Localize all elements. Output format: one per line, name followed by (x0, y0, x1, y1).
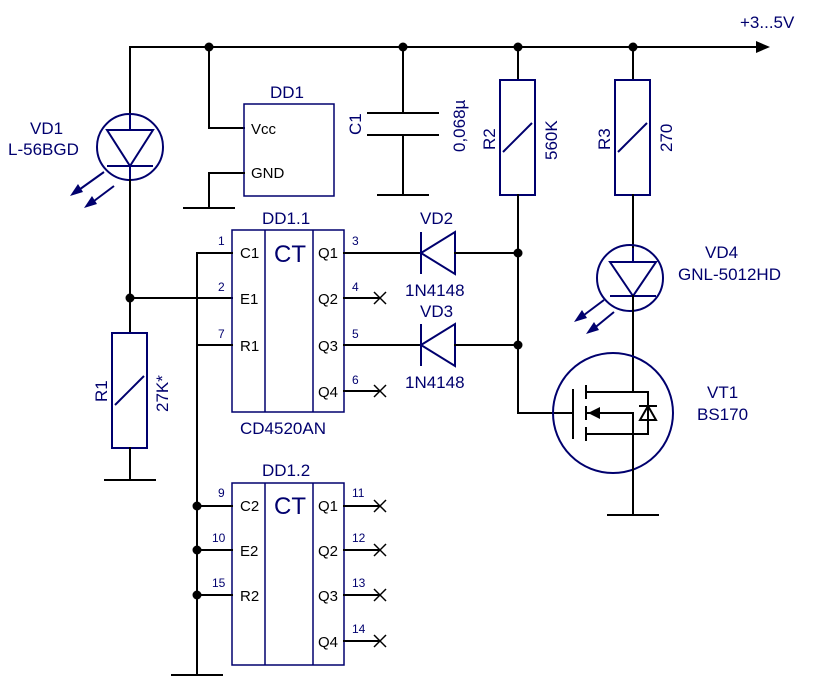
dd1-1-pin-q2: Q2 (318, 291, 338, 308)
c1-value: 0,068µ (450, 99, 469, 152)
dd1-1-type: CT (274, 241, 306, 268)
dd1-2-ref: DD1.2 (262, 461, 310, 480)
led-vd1: VD1 L-56BGD (8, 46, 164, 334)
nc-mark (373, 499, 387, 513)
dd1-power-block: Vcc GND DD1 (183, 46, 335, 209)
nc-mark (373, 384, 387, 398)
vd4-ref: VD4 (705, 243, 738, 262)
dd1-2-pinnum-13: 13 (352, 576, 366, 590)
vd1-ref: VD1 (30, 119, 63, 138)
r3-value: 270 (657, 124, 676, 152)
nc-mark (373, 291, 387, 305)
diode-vd2: VD2 1N4148 (405, 209, 519, 300)
dd1-2-pin-q4: Q4 (318, 634, 338, 651)
supply-rail: +3...5V (129, 13, 795, 53)
nc-mark (373, 634, 387, 648)
c1-ref: C1 (346, 113, 365, 135)
dd1-1-ref: DD1.1 (262, 209, 310, 228)
dd1-1-pin-q4: Q4 (318, 384, 338, 401)
vd2-ref: VD2 (420, 209, 453, 228)
dd1-1-pin-q3: Q3 (318, 338, 338, 355)
vd3-ref: VD3 (420, 302, 453, 321)
dd1-1-pin-r1: R1 (240, 338, 259, 355)
dd1-1-pinnum-6: 6 (352, 373, 359, 387)
dd1-1-part: CD4520AN (240, 419, 326, 438)
resistor-r2: R2 560K (480, 46, 574, 414)
vt1-ref: VT1 (707, 383, 738, 402)
vd2-part: 1N4148 (405, 281, 465, 300)
dd1-1-pinnum-7: 7 (218, 327, 225, 341)
vd4-part: GNL-5012HD (678, 265, 781, 284)
resistor-r3: R3 270 (595, 46, 676, 249)
r2-value: 560K (542, 120, 561, 160)
dd1-1-pin-q1: Q1 (318, 245, 338, 262)
dd1-2-pinnum-9: 9 (218, 486, 225, 500)
dd1-1-pin-e1: E1 (240, 291, 258, 308)
counter-dd1-1: CT DD1.1 CD4520AN C1 E1 R1 1 2 7 Q1 Q2 Q… (196, 209, 421, 438)
dd1-2-pinnum-12: 12 (352, 531, 366, 545)
counter-dd1-2: CT DD1.2 C2 E2 R2 9 10 15 Q1 Q2 Q3 Q4 11… (196, 461, 387, 666)
dd1-2-pin-e2: E2 (240, 543, 258, 560)
r1-value: 27K* (153, 375, 172, 412)
mosfet-vt1: VT1 BS170 (552, 352, 748, 516)
dd1-1-pinnum-5: 5 (352, 327, 359, 341)
dd1-ref: DD1 (270, 83, 304, 102)
dd1-2-pinnum-10: 10 (212, 531, 226, 545)
dd1-2-pin-c2: C2 (240, 498, 259, 515)
nc-mark (373, 588, 387, 602)
dd1-2-pin-q3: Q3 (318, 588, 338, 605)
r3-ref: R3 (595, 128, 614, 150)
dd1-2-pinnum-15: 15 (212, 576, 226, 590)
diode-vd3: VD3 1N4148 (405, 302, 519, 392)
dd1-vcc-label: Vcc (251, 121, 277, 138)
dd1-1-pinnum-2: 2 (218, 280, 225, 294)
capacitor-c1: C1 0,068µ (346, 46, 469, 196)
vd3-part: 1N4148 (405, 373, 465, 392)
supply-label: +3...5V (740, 13, 795, 32)
resistor-r1: R1 27K* (92, 332, 172, 481)
dd1-2-pin-q2: Q2 (318, 543, 338, 560)
r1-ref: R1 (92, 380, 111, 402)
dd1-gnd-label: GND (251, 165, 285, 182)
dd1-1-pinnum-1: 1 (218, 234, 225, 248)
dd1-2-type: CT (274, 493, 306, 520)
dd1-2-pin-r2: R2 (240, 588, 259, 605)
dd1-2-pinnum-11: 11 (352, 486, 365, 500)
r2-ref: R2 (480, 128, 499, 150)
vt1-part: BS170 (697, 405, 748, 424)
nc-mark (373, 543, 387, 557)
vd1-part: L-56BGD (8, 140, 79, 159)
led-vd4: VD4 GNL-5012HD (574, 243, 781, 379)
dd1-1-pinnum-3: 3 (352, 234, 359, 248)
dd1-2-pinnum-14: 14 (352, 622, 366, 636)
dd1-1-pinnum-4: 4 (352, 280, 359, 294)
dd1-2-pin-q1: Q1 (318, 498, 338, 515)
dd1-1-pin-c1: C1 (240, 245, 259, 262)
